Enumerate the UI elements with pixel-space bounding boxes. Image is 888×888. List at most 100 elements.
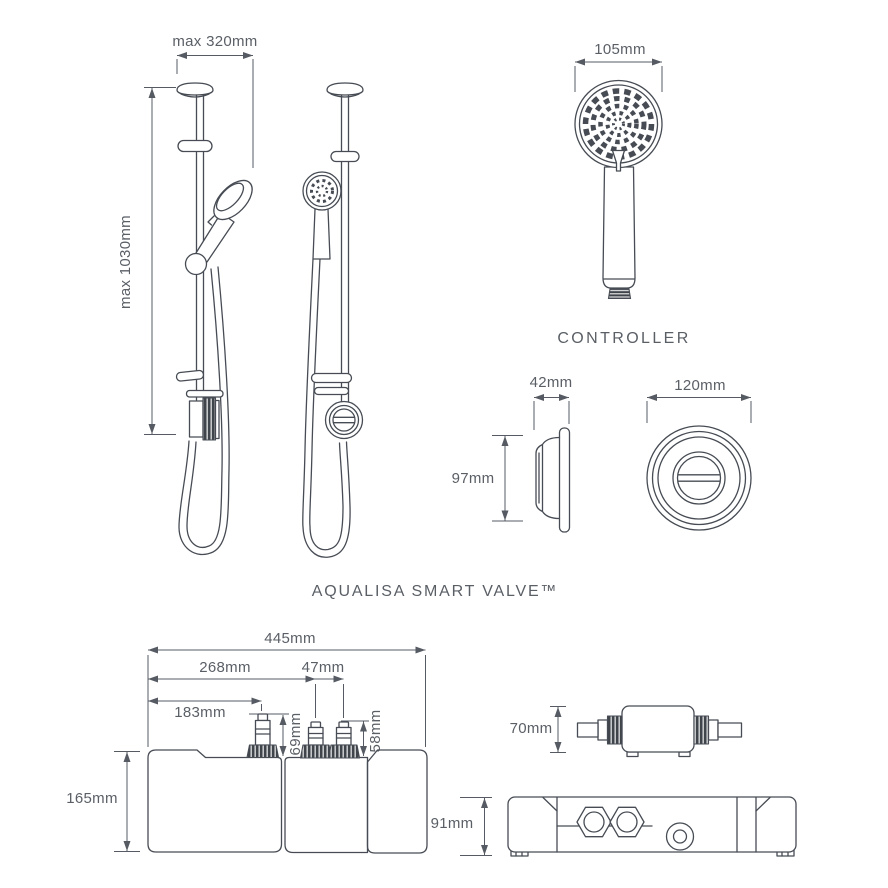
rail-height-dimension: max 1030mm [117,87,176,435]
ceiling-plate-flare [330,93,360,98]
valve-body-side [621,705,695,753]
controller-front-view: 120mm [646,377,752,531]
rail-height-label: max 1030mm [117,215,134,309]
spray-holes-ring [598,103,639,145]
controller-wall-flange [558,427,571,533]
controller-bezel-ring [651,430,747,526]
mode-pointer [611,149,626,172]
valve-foot [678,751,691,758]
left-pipe [576,722,599,738]
controller-diameter-label: 120mm [674,377,726,394]
rail-slider [330,150,360,163]
outlet-port [665,822,695,851]
valve-middle-box [284,756,369,854]
handset-handle-side [195,212,235,263]
tall-port-knurl [246,744,280,759]
controller-knob-small [332,408,356,432]
rail-width-dimension: max 320mm [172,33,257,168]
mid-port-knurl [299,744,333,759]
handset-head-front [302,171,342,211]
controller-body-profile [535,436,561,520]
controller-depth-label: 42mm [530,374,573,391]
right-port-knurl [327,744,361,759]
left-collar [597,719,609,741]
valve-side-height-label: 70mm [510,720,553,737]
outlet-port-bore [672,829,688,844]
valve-short-port-height-label: 58mm [367,710,384,753]
hex-union-bore [583,811,605,833]
controller-height-label: 97mm [452,470,495,487]
controller-knob-outer [672,451,726,505]
handset-handle [602,166,636,289]
smart-valve-front-view: 445mm 268mm 47mm 183mm 69mm 58mm 165mm [66,630,428,854]
controller-knob-inner [676,455,722,501]
rail-width-label: max 320mm [172,33,257,50]
hose-outer [178,266,230,556]
hose-outer [302,258,351,558]
left-knurl-nut [606,715,623,745]
valve-tall-port-height-label: 69mm [287,713,304,756]
panel-chamfer [542,796,558,812]
handset-diameter-label: 105mm [594,41,646,58]
tall-port-barrel [254,719,271,746]
controller-body-side [188,400,204,438]
right-pipe [717,722,743,738]
rail-kit-side-view [175,82,253,556]
valve-body-height-label: 165mm [66,790,118,807]
rail-kit-front-view [302,82,364,558]
controller-knob-edge [214,399,220,440]
handset-handle-front [312,208,331,260]
spray-holes-ring [315,184,329,198]
controller-flange-side [185,389,224,398]
right-port-cap [338,721,350,729]
right-port-barrel [335,726,352,746]
spray-holes-ring [310,179,334,203]
hex-union-nut [576,806,612,838]
valve-port-gap-label: 47mm [302,659,345,676]
tall-port-cap [257,713,269,722]
ceiling-plate [326,82,364,96]
smart-valve-side-view: 70mm [510,705,743,758]
controller-outer-ring [646,425,752,531]
valve-first-port-label: 183mm [174,704,226,721]
mid-port-barrel [307,726,324,746]
holder-knob [184,252,208,276]
hex-union-nut [609,806,645,838]
handset-face-ring [305,174,339,208]
holder-lever [310,372,353,384]
valve-port-span-label: 268mm [199,659,251,676]
handle-connector [607,288,632,300]
valve-left-box [147,749,283,853]
handset-detail-view: 105mm [574,41,663,300]
right-knurl-nut [693,715,710,745]
handset-head-side [213,179,253,221]
valve-body-underside [507,796,797,853]
controller-knurl-side [202,397,217,441]
valve-total-width-label: 445mm [264,630,316,647]
holder-lever [175,369,205,382]
hex-union-bore [616,811,638,833]
controller-title: CONTROLLER [557,330,690,347]
ceiling-plate-flare [180,93,210,98]
controller-flange-front [313,386,350,396]
smart-valve-title: AQUALISA SMART VALVE™ [312,583,558,600]
smart-valve-underside-view: 91mm [431,796,797,857]
right-collar [707,719,719,741]
handset-spout [207,215,215,226]
valve-foot [626,751,639,758]
panel-chamfer [755,796,771,812]
controller-ring-small [328,404,360,436]
valve-underside-label: 91mm [431,815,474,832]
spray-holes-ring [612,117,625,131]
controller-side-view: 42mm 97mm [452,374,573,533]
controller-face-small [324,400,364,440]
controller-recess-ring [657,436,741,520]
wall-bracket [177,139,213,153]
handset-face-edge [215,182,245,212]
spray-holes-ring [605,111,632,137]
valve-right-box [366,749,428,854]
ceiling-plate [176,82,214,96]
mid-port-cap [310,721,322,729]
